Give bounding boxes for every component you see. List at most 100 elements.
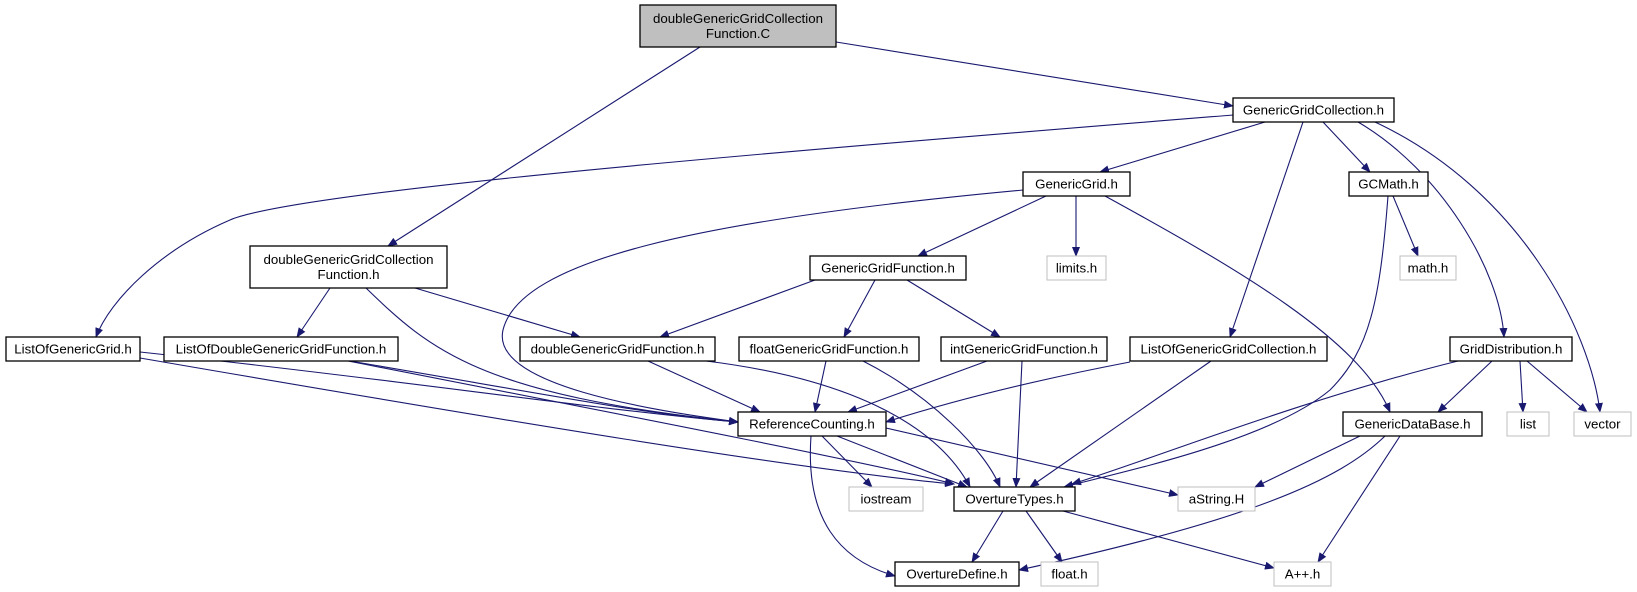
edge-dggf-rc [647, 360, 761, 413]
node-box [1046, 255, 1107, 281]
node-box [1506, 411, 1550, 437]
node-iggf[interactable]: intGenericGridFunction.h [940, 336, 1108, 362]
node-limits: limits.h [1046, 255, 1107, 281]
edge-dggcf_h-rc [365, 287, 739, 426]
edge-fggf-rc [812, 360, 827, 413]
node-label: float.h [1051, 567, 1087, 582]
edge-dggcf_h-lodggf [296, 287, 331, 338]
node-box [5, 336, 141, 362]
edge-rc-iostream [821, 435, 873, 488]
edge-iggf-rc [847, 360, 988, 413]
edge-dggcf_h-dggf [414, 287, 581, 339]
node-box [1273, 561, 1332, 587]
node-astring: aString.H [1177, 486, 1256, 512]
node-box [1022, 171, 1131, 197]
node-label: ListOfGenericGrid.h [14, 342, 132, 357]
edge-gd-list [1518, 360, 1527, 413]
edge-ggf-fggf [843, 279, 876, 338]
node-label: math.h [1408, 261, 1449, 276]
node-ot[interactable]: OvertureTypes.h [953, 486, 1076, 512]
edge-gdb-astring [1254, 435, 1361, 488]
node-dggf[interactable]: doubleGenericGridFunction.h [519, 336, 716, 362]
node-label: ReferenceCounting.h [749, 417, 875, 432]
node-box [848, 486, 924, 512]
edge-root-dggcf_h [387, 46, 701, 247]
edge-ggf-iggf [906, 279, 1001, 338]
node-ggf[interactable]: GenericGridFunction.h [809, 255, 967, 281]
node-box [1342, 411, 1483, 437]
node-box [1129, 336, 1328, 362]
edge-root-ggc [835, 41, 1234, 109]
node-label: GridDistribution.h [1460, 342, 1563, 357]
node-label: GenericDataBase.h [1354, 417, 1470, 432]
edge-dggf-ot [705, 360, 971, 488]
edge-lodggf-ot [347, 360, 955, 486]
node-box [639, 4, 837, 48]
node-label: Function.h [317, 267, 379, 282]
edges-layer [95, 41, 1603, 578]
edge-ggc-vector [1374, 121, 1603, 413]
node-fggf[interactable]: floatGenericGridFunction.h [738, 336, 920, 362]
node-gd[interactable]: GridDistribution.h [1449, 336, 1573, 362]
node-label: OvertureTypes.h [965, 492, 1063, 507]
edge-logg-ot [139, 357, 955, 488]
node-label: doubleGenericGridCollection [653, 11, 823, 26]
node-box [1399, 255, 1457, 281]
edge-gcmath-ot [1063, 195, 1389, 489]
edge-ggc-loggc [1229, 121, 1304, 338]
node-box [519, 336, 716, 362]
node-label: floatGenericGridFunction.h [750, 342, 909, 357]
node-box [894, 561, 1020, 587]
node-gg[interactable]: GenericGrid.h [1022, 171, 1131, 197]
node-box [809, 255, 967, 281]
node-app: A++.h [1273, 561, 1332, 587]
node-box [1348, 171, 1429, 197]
node-box [953, 486, 1076, 512]
node-label: GenericGrid.h [1035, 177, 1118, 192]
node-ggc[interactable]: GenericGridCollection.h [1232, 97, 1395, 123]
node-math: math.h [1399, 255, 1457, 281]
node-logg[interactable]: ListOfGenericGrid.h [5, 336, 141, 362]
edge-rc-ot [836, 435, 968, 488]
node-box [940, 336, 1108, 362]
node-iostream: iostream [848, 486, 924, 512]
node-rc[interactable]: ReferenceCounting.h [737, 411, 887, 437]
edge-lodggf-rc [349, 360, 739, 426]
node-box [738, 336, 920, 362]
edge-loggc-ot [1029, 360, 1212, 488]
node-box [737, 411, 887, 437]
edge-gg-rc [501, 189, 1024, 425]
node-box [163, 336, 399, 362]
node-box [1177, 486, 1256, 512]
node-loggc[interactable]: ListOfGenericGridCollection.h [1129, 336, 1328, 362]
node-label: ListOfDoubleGenericGridFunction.h [176, 342, 387, 357]
node-float: float.h [1040, 561, 1099, 587]
node-lodggf[interactable]: ListOfDoubleGenericGridFunction.h [163, 336, 399, 362]
edge-gg-ggf [917, 195, 1047, 257]
edge-gcmath-math [1392, 195, 1419, 257]
node-box [249, 245, 448, 289]
node-gdb[interactable]: GenericDataBase.h [1342, 411, 1483, 437]
edge-ot-app [1062, 510, 1275, 570]
node-label: Function.C [706, 26, 771, 41]
node-od[interactable]: OvertureDefine.h [894, 561, 1020, 587]
node-box [1449, 336, 1573, 362]
node-label: doubleGenericGridCollection [264, 252, 434, 267]
edge-rc-od [809, 435, 896, 578]
edge-ggc-logg [95, 114, 1234, 338]
node-label: limits.h [1056, 261, 1097, 276]
edge-ggc-gd [1357, 121, 1508, 338]
edge-gg-gdb [1104, 195, 1391, 413]
nodes-layer: doubleGenericGridCollectionFunction.CGen… [5, 4, 1632, 587]
node-list: list [1506, 411, 1550, 437]
edge-logg-rc [139, 351, 739, 426]
node-gcmath[interactable]: GCMath.h [1348, 171, 1429, 197]
edge-iggf-ot [1012, 360, 1023, 488]
node-label: GCMath.h [1358, 177, 1419, 192]
edge-gdb-od [1018, 435, 1386, 573]
node-label: vector [1584, 417, 1621, 432]
node-label: intGenericGridFunction.h [950, 342, 1098, 357]
